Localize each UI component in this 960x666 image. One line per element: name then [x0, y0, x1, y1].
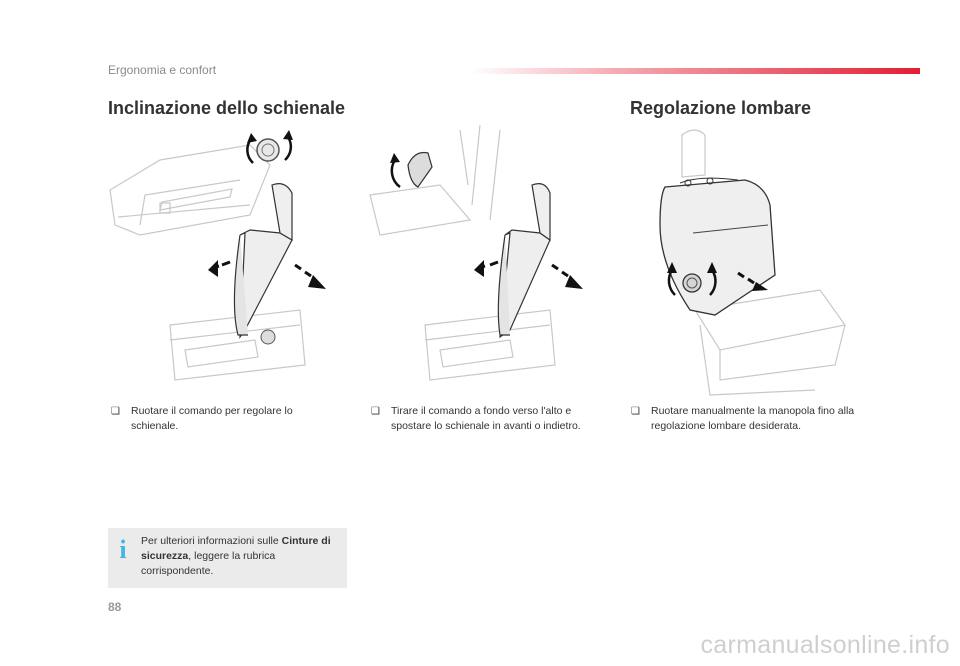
section-name: Ergonomia e confort [108, 63, 217, 77]
backrest-title: Inclinazione dello schienale [108, 98, 346, 118]
seatbelt-reference: Cinture di sicurezza [141, 535, 331, 562]
checkbox-bullet: ❑ [371, 406, 380, 417]
seat-rotary-recline-illustration [109, 130, 326, 381]
step-rotary-recline: ❑ Ruotare il comando per regolare lo sch… [111, 404, 326, 434]
info-icon: i [119, 535, 127, 564]
lumbar-support-illustration [659, 129, 847, 396]
page-number: 88 [108, 600, 122, 614]
info-note: i Per ulteriori informazioni sulle Cintu… [108, 528, 347, 588]
step-text: Ruotare il comando per regolare lo schie… [131, 405, 293, 432]
step-text: Ruotare manualmente la manopola fino all… [651, 405, 855, 432]
checkbox-bullet: ❑ [111, 406, 120, 417]
watermark: carmanualsonline.info [700, 631, 950, 659]
step-text: Tirare il comando a fondo verso l'alto e… [391, 405, 581, 432]
lumbar-title: Regolazione lombare [630, 98, 812, 118]
seat-lever-recline-illustration [369, 125, 583, 381]
step-lever-recline: ❑ Tirare il comando a fondo verso l'alto… [371, 404, 596, 434]
header-accent-bar [470, 68, 920, 74]
step-lumbar: ❑ Ruotare manualmente la manopola fino a… [631, 404, 856, 434]
note-text: Per ulteriori informazioni sulle Cinture… [141, 535, 331, 577]
checkbox-bullet: ❑ [631, 406, 640, 417]
